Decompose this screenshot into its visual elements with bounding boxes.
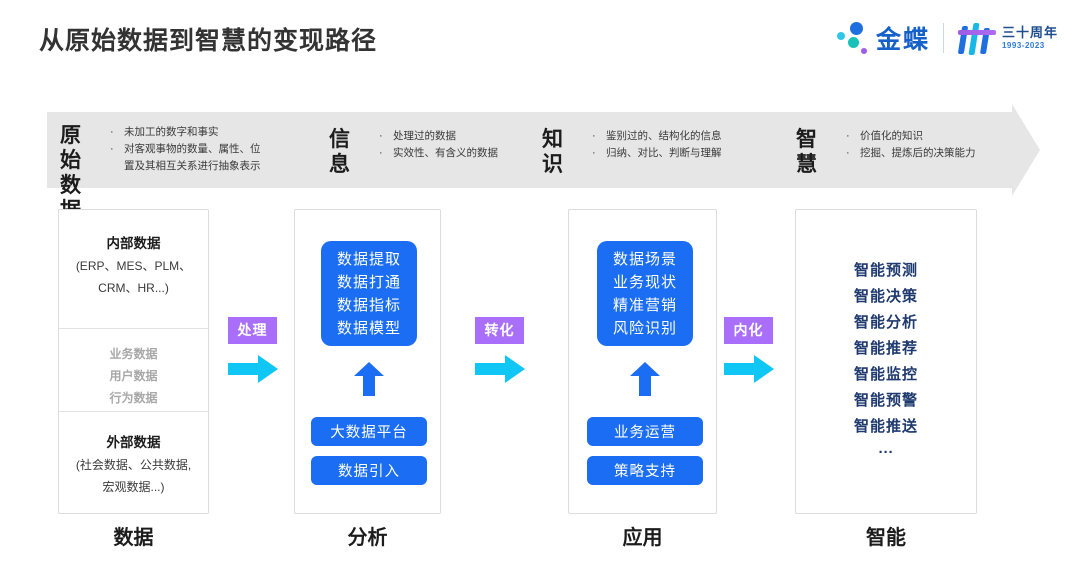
dikw-segment-knowledge: 知 识 · 鉴别过的、结构化的信息 · 归纳、对比、判断与理解 bbox=[542, 120, 722, 182]
dikw-bullet: 置及其相互关系进行抽象表示 bbox=[124, 160, 261, 172]
dikw-bullet: 归纳、对比、判断与理解 bbox=[606, 147, 722, 159]
external-data-block: 外部数据 (社会数据、公共数据, 宏观数据...) bbox=[59, 412, 208, 515]
internal-data-subtitle-line2: CRM、HR...) bbox=[98, 281, 169, 295]
up-arrow-icon bbox=[630, 362, 660, 396]
application-scenario-item: 业务现状 bbox=[612, 273, 677, 291]
application-scenario-item: 风险识别 bbox=[612, 319, 677, 337]
internal-data-title: 内部数据 bbox=[106, 236, 161, 251]
dikw-bullet: 处理过的数据 bbox=[393, 130, 456, 142]
application-operation-pill: 业务运营 bbox=[587, 417, 703, 446]
intelligence-list: 智能预测 智能决策 智能分析 智能推荐 智能监控 智能预警 智能推送 ··· bbox=[796, 210, 976, 513]
external-data-subtitle-line1: (社会数据、公共数据, bbox=[75, 458, 192, 472]
column-card-analysis: 数据提取 数据打通 数据指标 数据模型 大数据平台 数据引入 bbox=[294, 209, 441, 514]
dikw-bullet: 价值化的知识 bbox=[860, 130, 923, 142]
connector-internalization: 内化 bbox=[724, 317, 784, 383]
bullet-dot: · bbox=[846, 130, 850, 142]
dikw-term-information: 信 息 bbox=[329, 128, 350, 176]
dikw-bullet: 实效性、有含义的数据 bbox=[393, 147, 498, 159]
dikw-bullet: 鉴别过的、结构化的信息 bbox=[606, 130, 722, 142]
intelligence-ellipsis: ··· bbox=[878, 443, 894, 461]
intelligence-item: 智能分析 bbox=[853, 313, 918, 331]
anniversary-badge: 三十周年 1993-2023 bbox=[957, 19, 1058, 57]
brand-logo: 金蝶 三十周年 1993-2023 bbox=[834, 18, 1058, 58]
data-type-item: 用户数据 bbox=[109, 369, 158, 383]
application-scenario-item: 精准营销 bbox=[612, 296, 677, 314]
column-label-application: 应用 bbox=[622, 527, 663, 549]
right-arrow-icon bbox=[724, 355, 784, 383]
brand-name: 金蝶 bbox=[875, 26, 930, 54]
column-label-intelligence: 智能 bbox=[866, 527, 906, 549]
dikw-segment-information: 信 息 · 处理过的数据 · 实效性、有含义的数据 bbox=[329, 120, 498, 182]
analysis-ingest-pill: 数据引入 bbox=[311, 456, 427, 485]
connector-label: 内化 bbox=[724, 317, 773, 344]
intelligence-item: 智能预测 bbox=[853, 261, 918, 279]
internal-data-block: 内部数据 (ERP、MES、PLM、 CRM、HR...) bbox=[59, 210, 208, 329]
external-data-title: 外部数据 bbox=[106, 435, 161, 450]
external-data-subtitle-line2: 宏观数据...) bbox=[102, 480, 165, 494]
dikw-bullet: 未加工的数字和事实 bbox=[124, 126, 219, 138]
anniversary-title: 三十周年 bbox=[1001, 25, 1058, 40]
analysis-capability-item: 数据打通 bbox=[336, 273, 401, 291]
connector-label: 处理 bbox=[228, 317, 277, 344]
page-title: 从原始数据到智慧的变现路径 bbox=[39, 27, 378, 55]
application-strategy-pill: 策略支持 bbox=[587, 456, 703, 485]
intelligence-item: 智能预警 bbox=[853, 391, 918, 409]
brand-divider bbox=[942, 23, 944, 53]
application-scenario-item: 数据场景 bbox=[612, 250, 677, 268]
dikw-banner-arrow bbox=[47, 104, 1040, 196]
column-label-analysis: 分析 bbox=[347, 527, 388, 549]
right-arrow-icon bbox=[475, 355, 535, 383]
connector-processing: 处理 bbox=[228, 317, 288, 383]
analysis-capability-item: 数据指标 bbox=[336, 296, 401, 314]
intelligence-item: 智能推送 bbox=[853, 417, 918, 435]
application-scenario-box: 数据场景 业务现状 精准营销 风险识别 bbox=[597, 241, 693, 346]
column-label-data: 数据 bbox=[113, 527, 154, 549]
internal-data-subtitle-line1: (ERP、MES、PLM、 bbox=[75, 259, 192, 273]
bullet-dot: · bbox=[592, 130, 596, 142]
data-type-item: 行为数据 bbox=[109, 391, 158, 405]
intelligence-item: 智能决策 bbox=[853, 287, 918, 305]
anniversary-mark-icon bbox=[957, 19, 997, 57]
bullet-dot: · bbox=[110, 143, 114, 155]
analysis-platform-pill: 大数据平台 bbox=[311, 417, 427, 446]
column-card-data: 内部数据 (ERP、MES、PLM、 CRM、HR...) 业务数据 用户数据 … bbox=[58, 209, 209, 514]
intelligence-item: 智能监控 bbox=[853, 365, 918, 383]
data-type-block: 业务数据 用户数据 行为数据 bbox=[59, 329, 208, 412]
dikw-bullet: 挖掘、提炼后的决策能力 bbox=[860, 147, 976, 159]
anniversary-years: 1993-2023 bbox=[1001, 41, 1045, 50]
bullet-dot: · bbox=[379, 130, 383, 142]
dikw-term-wisdom: 智 慧 bbox=[796, 128, 817, 176]
bullet-dot: · bbox=[846, 147, 850, 159]
analysis-capability-item: 数据提取 bbox=[336, 250, 401, 268]
right-arrow-icon bbox=[228, 355, 288, 383]
dikw-term-data: 原始 数据 bbox=[60, 124, 81, 222]
analysis-capability-item: 数据模型 bbox=[336, 319, 401, 337]
dikw-term-knowledge: 知 识 bbox=[542, 128, 563, 176]
analysis-capability-box: 数据提取 数据打通 数据指标 数据模型 bbox=[321, 241, 417, 346]
column-card-intelligence: 智能预测 智能决策 智能分析 智能推荐 智能监控 智能预警 智能推送 ··· bbox=[795, 209, 977, 514]
up-arrow-icon bbox=[354, 362, 384, 396]
bullet-dot: · bbox=[110, 126, 114, 138]
dikw-banner-content: 原始 数据 · 未加工的数字和事实 · 对客观事物的数量、属性、位 置及其相互关系进… bbox=[47, 104, 1040, 222]
bullet-dot: · bbox=[379, 147, 383, 159]
connector-transformation: 转化 bbox=[475, 317, 535, 383]
intelligence-item: 智能推荐 bbox=[853, 339, 918, 357]
bullet-dot: · bbox=[592, 147, 596, 159]
column-card-application: 数据场景 业务现状 精准营销 风险识别 业务运营 策略支持 bbox=[568, 209, 717, 514]
dikw-segment-wisdom: 智 慧 · 价值化的知识 · 挖掘、提炼后的决策能力 bbox=[796, 120, 976, 182]
dikw-bullet: 对客观事物的数量、属性、位 bbox=[124, 143, 261, 155]
connector-label: 转化 bbox=[475, 317, 524, 344]
data-type-item: 业务数据 bbox=[109, 347, 158, 361]
dikw-segment-data: 原始 数据 · 未加工的数字和事实 · 对客观事物的数量、属性、位 置及其相互关系进… bbox=[60, 116, 261, 222]
kingdee-dots-icon bbox=[834, 21, 872, 55]
